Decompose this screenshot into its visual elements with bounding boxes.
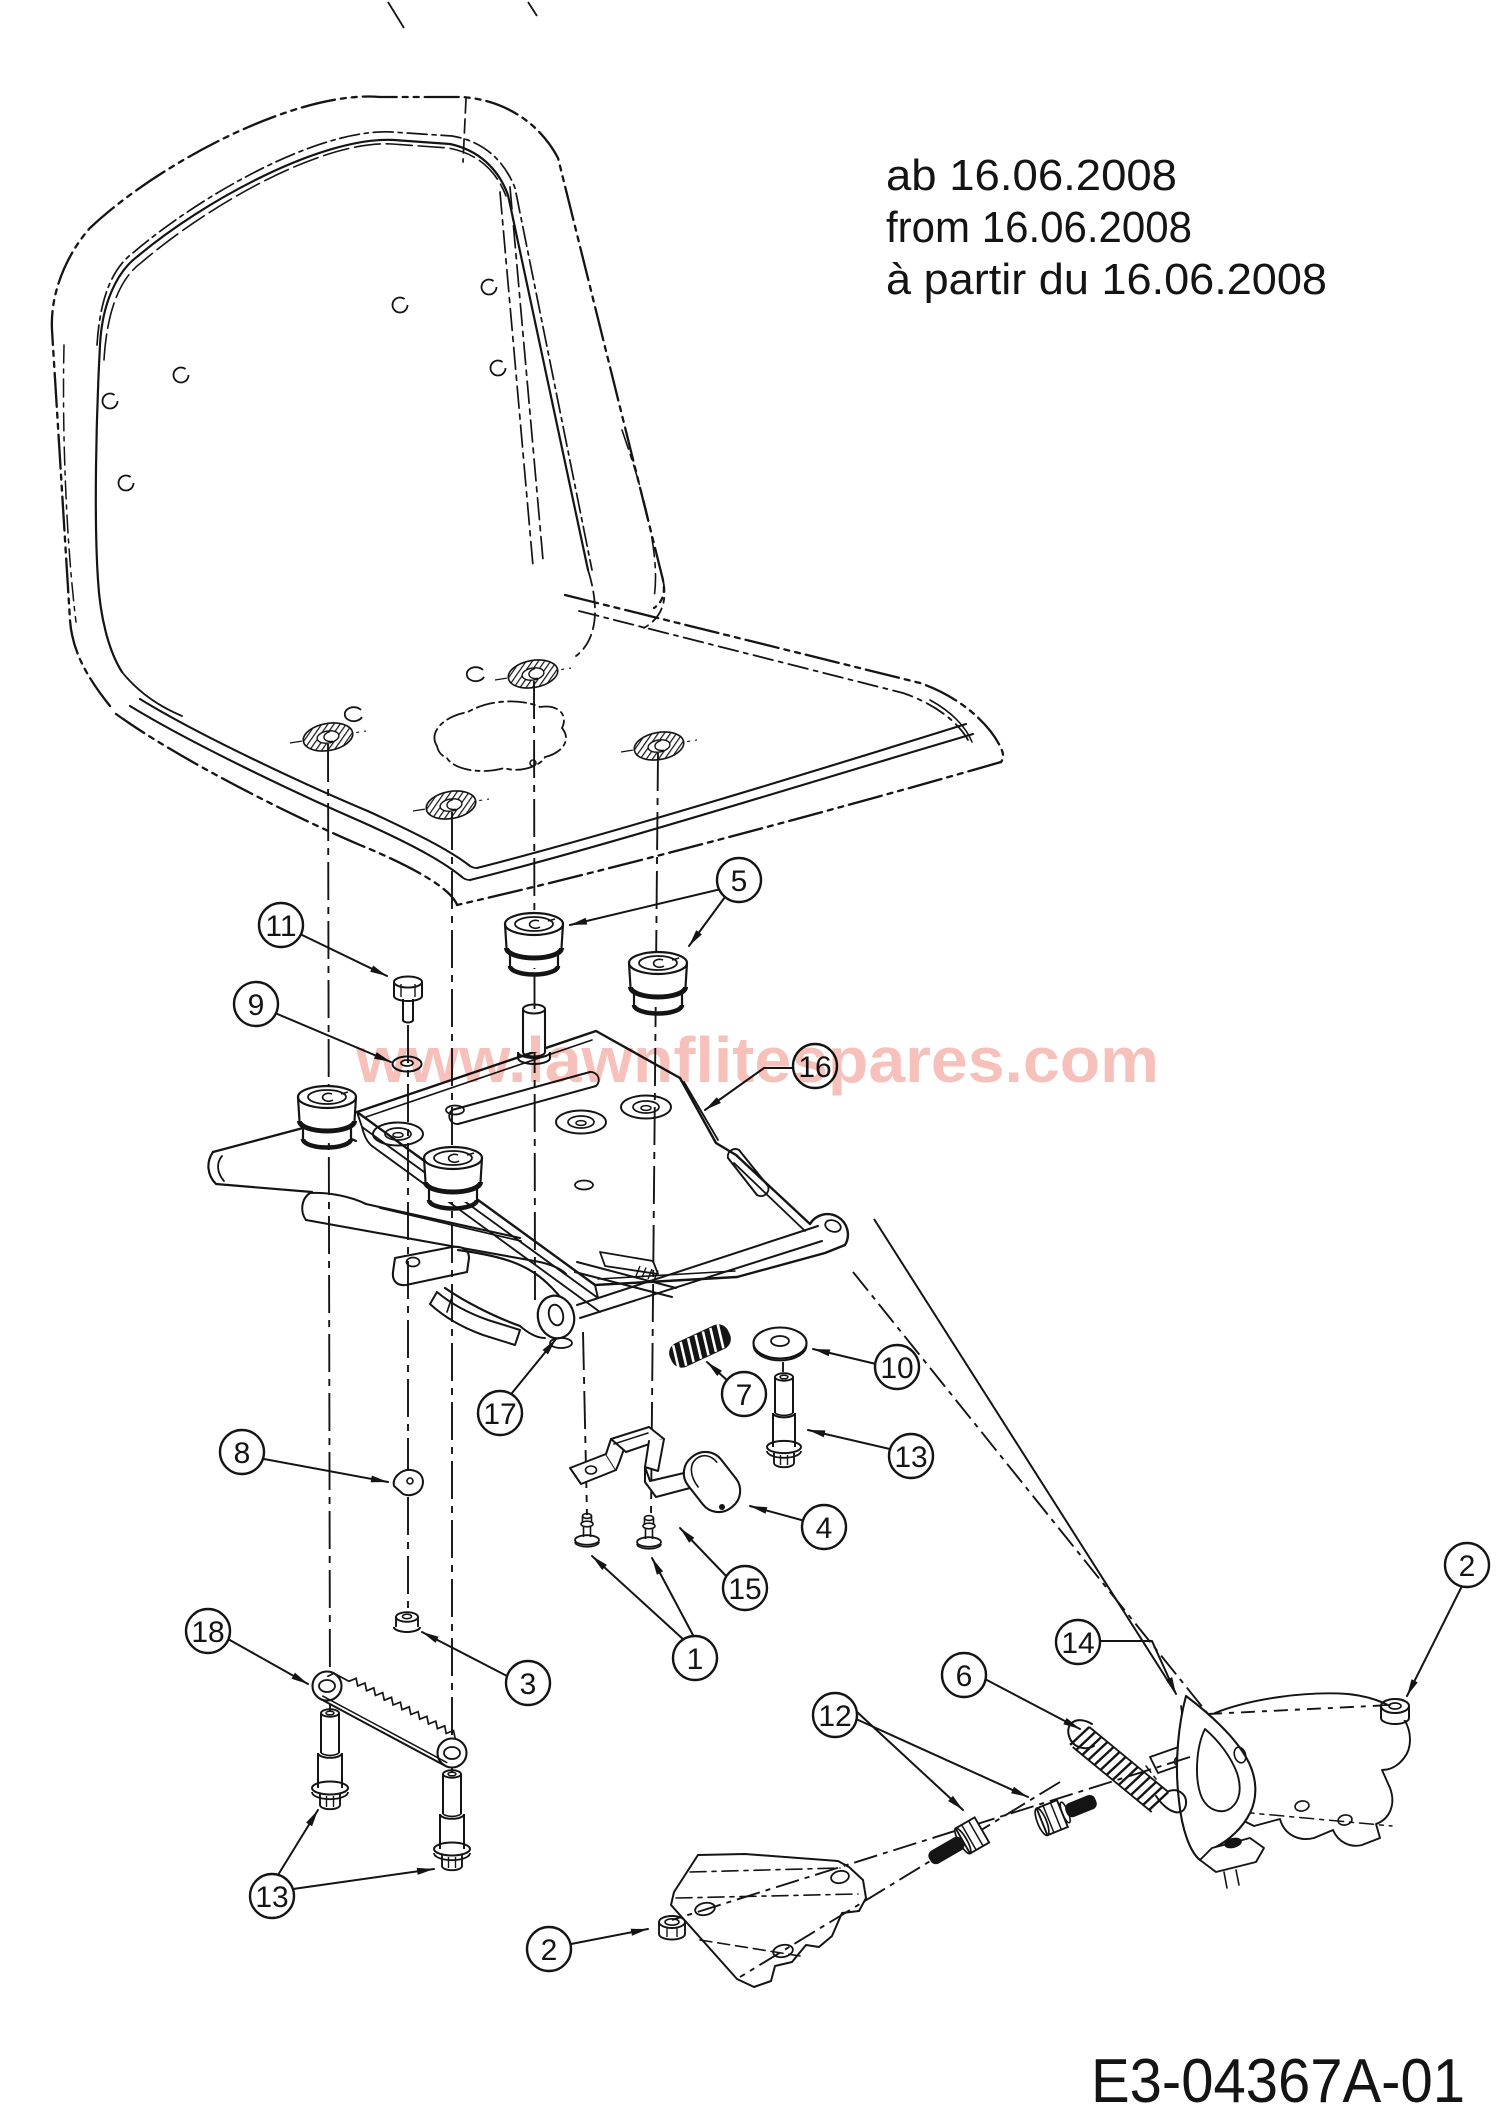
svg-text:9: 9	[248, 989, 265, 1022]
svg-text:11: 11	[265, 910, 296, 943]
svg-text:15: 15	[728, 1573, 761, 1606]
svg-text:3: 3	[520, 1668, 537, 1701]
svg-text:from 16.06.2008: from 16.06.2008	[886, 203, 1192, 252]
svg-text:www.lawnflitespares.com: www.lawnflitespares.com	[355, 1024, 1159, 1096]
svg-text:18: 18	[191, 1616, 224, 1649]
svg-text:8: 8	[234, 1437, 251, 1470]
svg-text:E3-04367A-01: E3-04367A-01	[1091, 2047, 1465, 2116]
svg-text:6: 6	[956, 1660, 973, 1693]
svg-text:4: 4	[816, 1512, 833, 1545]
svg-text:5: 5	[731, 865, 748, 898]
svg-text:13: 13	[894, 1441, 927, 1474]
svg-text:14: 14	[1061, 1627, 1094, 1660]
svg-text:7: 7	[736, 1379, 753, 1412]
svg-text:2: 2	[541, 1934, 558, 1967]
svg-text:13: 13	[255, 1881, 288, 1914]
svg-text:17: 17	[483, 1398, 516, 1431]
svg-text:12: 12	[818, 1700, 851, 1733]
svg-text:1: 1	[687, 1643, 704, 1676]
svg-text:16: 16	[798, 1051, 831, 1084]
svg-text:ab 16.06.2008: ab 16.06.2008	[886, 151, 1177, 200]
svg-text:10: 10	[880, 1352, 913, 1385]
svg-text:2: 2	[1459, 1550, 1476, 1583]
svg-text:à partir du 16.06.2008: à partir du 16.06.2008	[886, 255, 1327, 304]
